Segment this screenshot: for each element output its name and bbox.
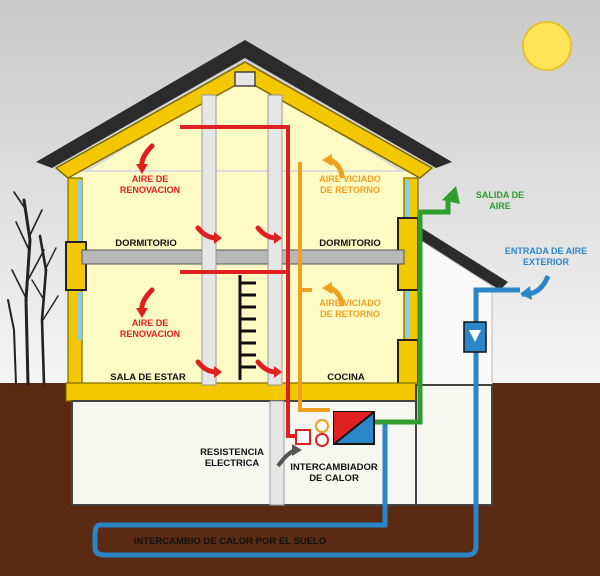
attic-vent-icon xyxy=(234,71,256,87)
basement-column xyxy=(269,400,285,506)
exhaust-duct xyxy=(370,200,451,425)
floor-slab xyxy=(81,249,405,265)
fresh-air-arrow-head xyxy=(136,164,282,378)
stale-air-duct xyxy=(298,162,330,412)
window-frame xyxy=(65,241,87,291)
window-icon xyxy=(405,290,410,338)
ground-loop-duct xyxy=(92,287,520,558)
ground-floor-slab xyxy=(65,382,419,402)
intake-arrow-head xyxy=(520,286,532,300)
room-label-bedroom-left: DORMITORIO xyxy=(115,238,177,249)
electric-heater-icon xyxy=(295,429,311,445)
annex-roof xyxy=(412,222,508,290)
window-icon xyxy=(77,292,82,340)
window-icon xyxy=(77,180,82,242)
ground-exchange-label: INTERCAMBIO DE CALOR POR EL SUELO xyxy=(134,536,326,547)
room-label-bedroom-right: DORMITORIO xyxy=(319,238,381,249)
fan-icon xyxy=(315,419,329,433)
tree-icon xyxy=(7,191,59,386)
heater-pointer-head xyxy=(292,444,302,456)
sun-icon xyxy=(522,21,572,71)
exhaust-arrow-head xyxy=(442,186,460,204)
fan-icon xyxy=(315,433,329,447)
house-interior xyxy=(72,172,416,384)
attic-interior xyxy=(90,76,398,170)
fresh-air-duct xyxy=(180,125,300,438)
annex-basement xyxy=(415,384,493,506)
room-label-living-room: SALA DE ESTAR xyxy=(110,372,186,383)
window-icon xyxy=(405,180,410,218)
stale-air-arrow-head xyxy=(322,154,332,294)
room-label-kitchen: COCINA xyxy=(327,372,365,383)
intake-filter-icon xyxy=(469,330,481,342)
